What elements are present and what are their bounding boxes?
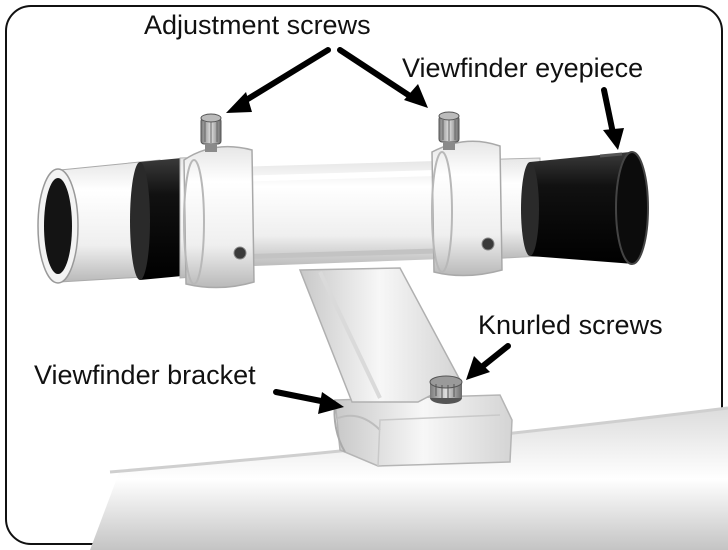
rear-ring-holder [431, 140, 503, 277]
front-ring-holder [183, 145, 255, 289]
arrowheads [226, 84, 624, 414]
adjustment-screw-left [200, 113, 222, 152]
viewfinder-bracket-base [333, 394, 513, 467]
adjustment-screw-right [438, 111, 460, 150]
arrow-to-left-adjustment-screw [235, 47, 331, 108]
annotation-arrows [235, 47, 617, 405]
viewfinder-eyepiece [521, 151, 649, 265]
knurled-screws-label: Knurled screws [478, 310, 663, 340]
knurled-screw [429, 375, 463, 404]
adjustment-screws-label: Adjustment screws [144, 10, 371, 40]
viewfinder-bracket-post [298, 267, 462, 403]
arrow-to-right-adjustment-screw [337, 47, 419, 103]
arrow-to-bracket [273, 389, 329, 405]
viewfinder-bracket-label: Viewfinder bracket [34, 360, 256, 390]
viewfinder-eyepiece-label: Viewfinder eyepiece [402, 53, 644, 83]
